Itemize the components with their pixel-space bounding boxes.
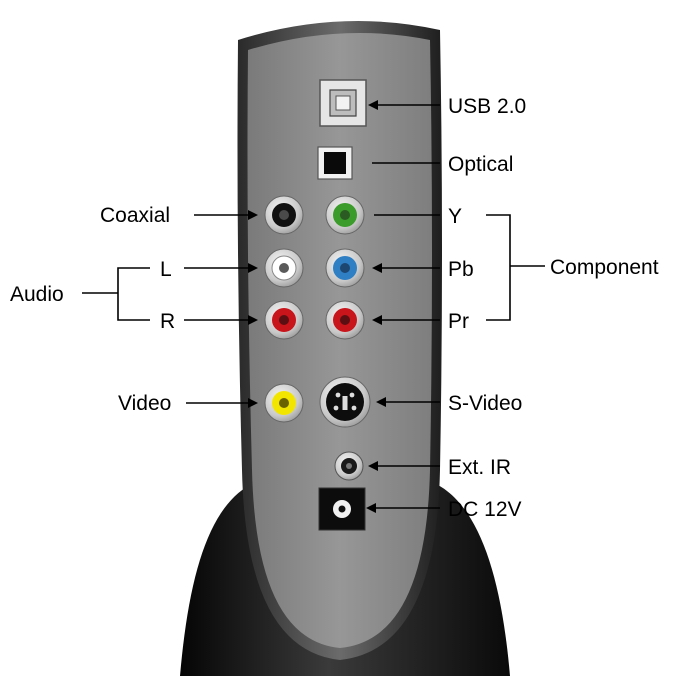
audio-left-jack	[264, 248, 304, 288]
label-pb: Pb	[448, 258, 474, 281]
ext-ir-port	[334, 451, 364, 481]
label-video: Video	[118, 392, 171, 415]
usb-port	[319, 79, 367, 127]
label-audio: Audio	[10, 283, 64, 306]
component-pr-jack	[325, 300, 365, 340]
component-pb-jack	[325, 248, 365, 288]
label-dc: DC 12V	[448, 498, 522, 521]
label-s-video: S-Video	[448, 392, 522, 415]
label-audio-left: L	[160, 258, 172, 281]
s-video-port	[319, 376, 371, 428]
label-y: Y	[448, 205, 462, 228]
audio-right-jack	[264, 300, 304, 340]
label-coaxial: Coaxial	[100, 204, 170, 227]
leader-lines	[82, 100, 545, 513]
optical-port	[317, 146, 353, 180]
coaxial-jack	[264, 195, 304, 235]
label-audio-right: R	[160, 310, 175, 333]
label-component: Component	[550, 256, 659, 279]
component-y-jack	[325, 195, 365, 235]
dc-power-port	[318, 487, 366, 531]
composite-video-jack	[264, 383, 304, 423]
label-pr: Pr	[448, 310, 469, 333]
label-usb: USB 2.0	[448, 95, 526, 118]
label-ext-ir: Ext. IR	[448, 456, 511, 479]
label-optical: Optical	[448, 153, 513, 176]
device-panel	[247, 32, 432, 648]
